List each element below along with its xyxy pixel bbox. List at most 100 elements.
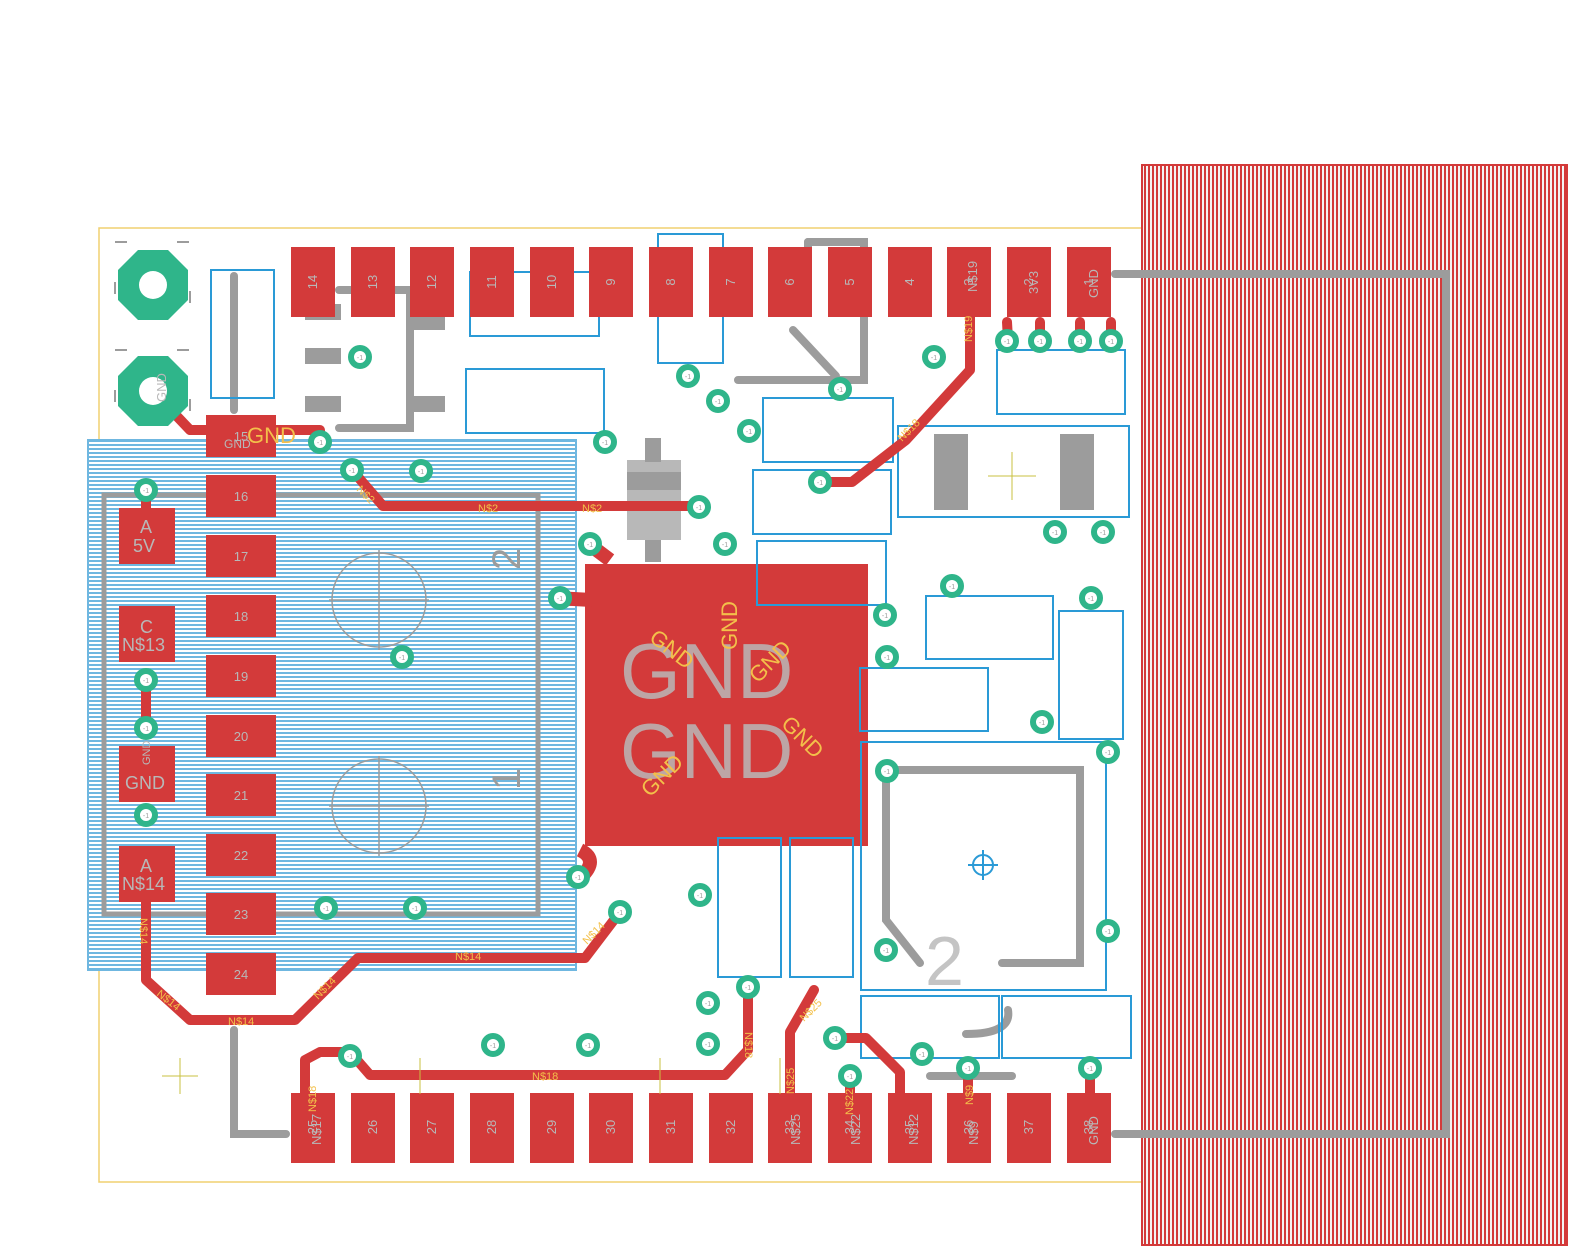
via-label: -1 [705,1001,711,1008]
net-label-n18-a: N$18 [532,1071,558,1083]
top-pad-number: 1 [1081,278,1096,285]
net-label-n25-b: N$25 [785,1068,797,1094]
net-label-n9: N$9 [964,1085,976,1105]
net-label-n14-e: N$14 [455,951,481,963]
via-label: -1 [817,480,823,487]
bottom-pad-number: 32 [723,1120,738,1134]
left-pad-number: 18 [234,609,248,624]
top-pad-number: 2 [1021,278,1036,285]
via-label: -1 [323,906,329,913]
via-label: -1 [746,429,752,436]
via-label: -1 [884,655,890,662]
via-label: -1 [949,584,955,591]
via-label: -1 [882,613,888,620]
via-label: -1 [585,1043,591,1050]
bottom-pad-number: 28 [484,1120,499,1134]
via-label: -1 [847,1074,853,1081]
bottom-pad-number: 33 [782,1120,797,1134]
top-pad-number: 9 [603,278,618,285]
bottom-pad-number: 30 [603,1120,618,1134]
left-pads [206,415,276,995]
via-label: -1 [705,1042,711,1049]
net-label-n2-c: N$2 [582,503,602,515]
pad-label-gnd: GND [1086,269,1101,298]
via-label: -1 [1004,339,1010,346]
bottom-pad-number: 27 [424,1120,439,1134]
bottom-pad-number: 37 [1021,1120,1036,1134]
bottom-pad-number: 35 [902,1120,917,1134]
via-label: -1 [143,726,149,733]
pad-label-3v3: 3V3 [1026,271,1041,294]
pad-label-n17: N$17 [309,1114,324,1145]
via-label: -1 [965,1066,971,1073]
pad-label-n22: N$22 [848,1114,863,1145]
via-label: -1 [1088,596,1094,603]
left-pad-number: 23 [234,907,248,922]
via-label: -1 [1108,339,1114,346]
top-pad-number: 5 [842,278,857,285]
top-pad-number: 14 [305,275,320,289]
via-label: -1 [697,893,703,900]
left-pad-number: 21 [234,788,248,803]
diode-pads [119,508,175,902]
via-label: -1 [1100,530,1106,537]
top-pads [291,247,1111,317]
diode-label-gnd: GND [125,773,165,793]
top-pad-number: 10 [544,275,559,289]
via-label: -1 [884,769,890,776]
net-label-n18-b: N$18 [742,1032,754,1058]
diode-label-n13: N$13 [122,635,165,655]
via-label: -1 [1039,720,1045,727]
bottom-pad-number: 31 [663,1120,678,1134]
top-pad-number: 12 [424,275,439,289]
top-pad-number: 13 [365,275,380,289]
via-label: -1 [1105,750,1111,757]
top-pad-number: 4 [902,278,917,285]
left-pad-number: 24 [234,967,248,982]
origin-marker [968,850,998,880]
top-pad-number: 7 [723,278,738,285]
via-label: -1 [399,655,405,662]
net-label-n14-a: N$14 [137,918,149,944]
left-pad-number: 16 [234,489,248,504]
diode-label-c: C [140,617,153,637]
top-pad-number: 8 [663,278,678,285]
gnd-top-label: GND [247,423,296,448]
left-pad-number: 17 [234,549,248,564]
diode-label-a1: A [140,517,152,537]
via-label: -1 [696,505,702,512]
via-label: -1 [1077,339,1083,346]
pad-label-n25: N$25 [788,1114,803,1145]
via-label: -1 [317,440,323,447]
gnd-big-label-2: GND [620,707,793,795]
via-label: -1 [617,910,623,917]
bottom-pad-number: 26 [365,1120,380,1134]
gnd-big-label-1: GND [620,627,793,715]
via-label: -1 [832,1036,838,1043]
center-crosses [162,452,1036,1094]
left-pad-number: 22 [234,848,248,863]
via-label: -1 [143,488,149,495]
pad-extra-labels: N$19 3V3 GND N$17 N$25 N$22 N$12 N$9 GND… [141,261,1101,1145]
via-label: -1 [722,542,728,549]
small-pads [621,639,757,781]
via-label: -1 [412,906,418,913]
via-label: -1 [883,948,889,955]
via-label: -1 [418,469,424,476]
part-bodies [305,304,1094,562]
via-label: -1 [1087,1066,1093,1073]
bottom-pads [291,1093,1111,1163]
shield-mark-2: 2 [485,548,529,570]
via-label: -1 [1105,929,1111,936]
via-label: -1 [143,813,149,820]
pad-label-n19: N$19 [965,261,980,292]
via-label: -1 [1052,530,1058,537]
via-label: -1 [349,468,355,475]
vias [134,329,1123,1088]
left-pad-number: 20 [234,729,248,744]
shield-mark-1: 1 [485,768,529,790]
left-pad-number: 15 [234,429,248,444]
gnd-rot-label-2: GND [717,601,742,650]
net-label-n2-b: N$2 [478,503,498,515]
shield-circles [329,550,429,856]
